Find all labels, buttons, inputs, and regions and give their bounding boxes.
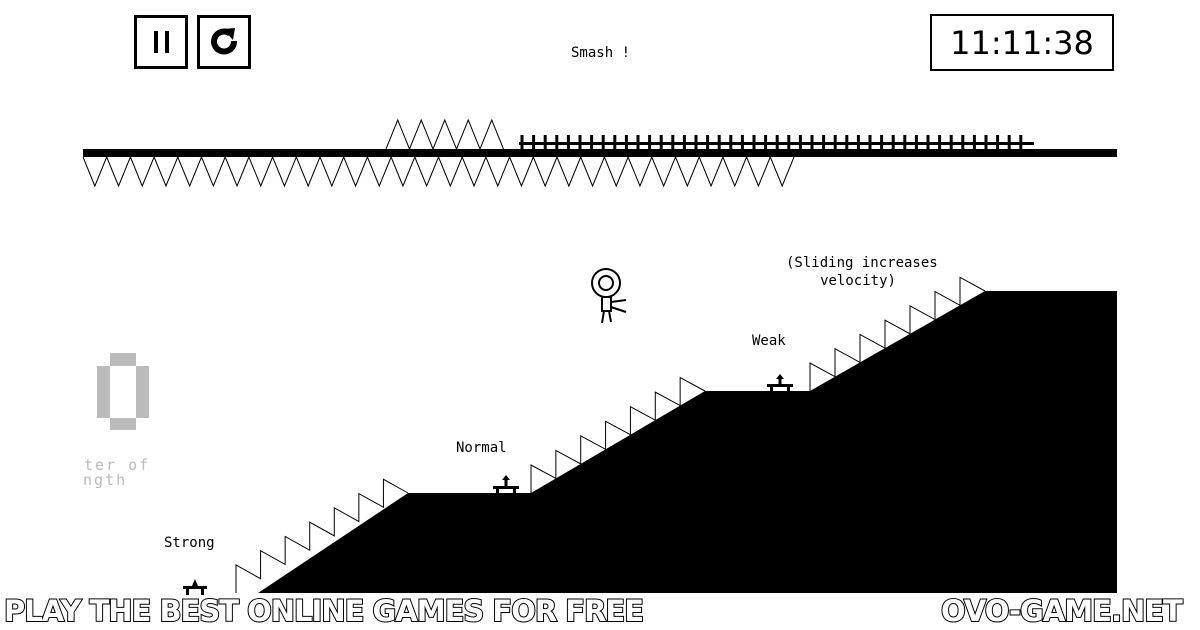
ceiling-bar — [83, 149, 1117, 157]
strong-spring-label: Strong — [164, 535, 215, 551]
footer-site: OVO-GAME.NET — [940, 593, 1184, 629]
stud — [590, 135, 594, 149]
stud — [636, 135, 640, 149]
sliding-hint: (Sliding increases velocity) — [786, 254, 938, 290]
slope-spike-row-2 — [530, 376, 706, 493]
top-spike-row — [385, 118, 504, 151]
restart-icon — [211, 28, 237, 55]
stud — [798, 135, 802, 149]
stud — [996, 135, 1000, 149]
stud — [682, 135, 686, 149]
stud — [856, 135, 860, 149]
spring-weak — [767, 374, 793, 391]
spring-normal — [493, 475, 519, 493]
stud — [624, 135, 628, 149]
stud — [810, 135, 814, 149]
slope-spikes — [235, 276, 986, 593]
stud — [775, 135, 779, 149]
stud — [764, 135, 768, 149]
stud — [671, 135, 675, 149]
stud — [926, 135, 930, 149]
stud — [1019, 135, 1023, 149]
slope-spike-row-1 — [235, 478, 409, 593]
stud — [961, 135, 965, 149]
level-timer: 11:11:38 — [930, 14, 1114, 71]
stud — [613, 135, 617, 149]
stud — [914, 135, 918, 149]
player-character — [591, 268, 627, 324]
hanging-spikes — [82, 155, 795, 188]
stud — [601, 135, 605, 149]
terrain — [258, 291, 1117, 593]
stud — [868, 135, 872, 149]
stud — [903, 135, 907, 149]
stud — [520, 135, 524, 149]
stud — [845, 135, 849, 149]
meter-digit — [97, 353, 149, 430]
meter-label-line2: ength — [84, 471, 128, 488]
stud-row — [519, 135, 1034, 149]
stud — [822, 135, 826, 149]
stud — [717, 135, 721, 149]
pause-button[interactable] — [134, 15, 188, 69]
stud — [566, 135, 570, 149]
stud — [1007, 135, 1011, 149]
meter-label-line1: ter of — [84, 458, 151, 474]
weak-spring-label: Weak — [752, 333, 786, 349]
stud — [949, 135, 953, 149]
normal-spring-label: Normal — [456, 440, 507, 456]
spring-strong — [183, 579, 207, 595]
stud — [740, 135, 744, 149]
sliding-hint-line1: (Sliding increases — [786, 255, 938, 271]
stud — [659, 135, 663, 149]
stud — [694, 135, 698, 149]
footer-tagline: PLAY THE BEST ONLINE GAMES FOR FREE — [3, 593, 645, 629]
stud — [891, 135, 895, 149]
stud — [938, 135, 942, 149]
stud — [532, 135, 536, 149]
stud — [787, 135, 791, 149]
top-spikes — [385, 118, 504, 151]
hanging-spike-row — [82, 155, 795, 188]
stud — [706, 135, 710, 149]
stud — [648, 135, 652, 149]
slope-spike-row-3 — [809, 276, 986, 391]
smash-hint: Smash ! — [571, 45, 631, 61]
sliding-hint-line2: velocity) — [820, 273, 896, 289]
restart-button[interactable] — [197, 15, 251, 69]
meter-label: ter of ength — [84, 458, 174, 488]
stud — [880, 135, 884, 149]
stud — [972, 135, 976, 149]
pause-icon — [153, 31, 169, 53]
stud — [543, 135, 547, 149]
stud — [729, 135, 733, 149]
stud — [752, 135, 756, 149]
stud — [578, 135, 582, 149]
stud — [555, 135, 559, 149]
stud — [984, 135, 988, 149]
stud — [833, 135, 837, 149]
